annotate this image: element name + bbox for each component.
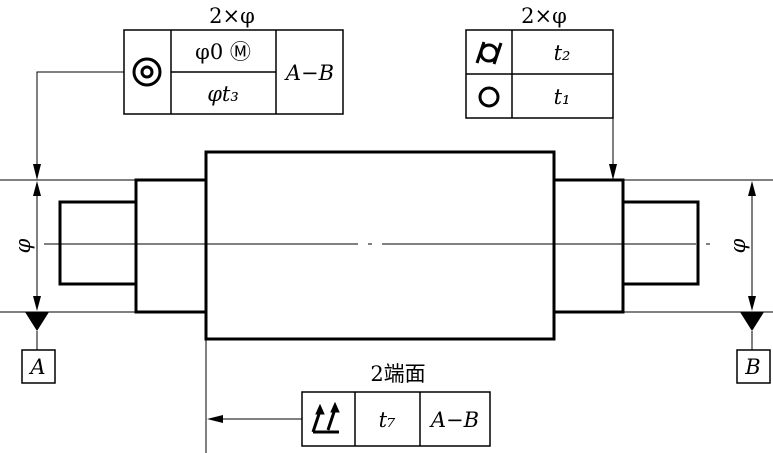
right-journal (623, 200, 700, 286)
circularity-icon (478, 86, 500, 108)
bottom-tolerance-value: t₇ (379, 408, 396, 432)
shaft (44, 150, 716, 341)
left-diameter-label: φ (11, 238, 35, 253)
datum-a: A (21, 312, 56, 384)
datum-a-triangle (25, 312, 49, 331)
main-body (204, 150, 556, 341)
left-feature-control-frame: 2×φ φ0 Ⓜ φt₃ A−B (33, 4, 344, 180)
concentricity-icon (132, 57, 162, 87)
left-count-label: 2×φ (209, 4, 255, 28)
left-datum-reference: A−B (284, 61, 334, 85)
datum-b: B (736, 312, 771, 384)
bottom-feature-control-frame: 2端面 t₇ A−B (207, 362, 491, 447)
cylindricity-icon (475, 41, 503, 65)
right-diameter-dimension: φ (726, 181, 756, 311)
bottom-datum-reference: A−B (429, 408, 479, 432)
right-tolerance-row1: t₂ (554, 41, 571, 65)
left-journal (58, 200, 136, 286)
bottom-title: 2端面 (370, 362, 425, 386)
left-shoulder (134, 178, 208, 314)
datum-a-label: A (28, 355, 45, 379)
right-diameter-label: φ (726, 238, 750, 253)
datum-b-triangle (740, 312, 764, 331)
total-runout-icon (311, 401, 340, 434)
right-shoulder (552, 178, 625, 314)
left-diameter-dimension: φ (11, 181, 41, 311)
right-tolerance-row2: t₁ (554, 85, 571, 109)
datum-b-label: B (744, 355, 760, 379)
left-tolerance-row1: φ0 Ⓜ (195, 40, 251, 64)
right-feature-control-frame: 2×φ t₂ t₁ (465, 4, 617, 180)
right-count-label: 2×φ (521, 4, 567, 28)
left-tolerance-row2: φt₃ (207, 82, 239, 106)
